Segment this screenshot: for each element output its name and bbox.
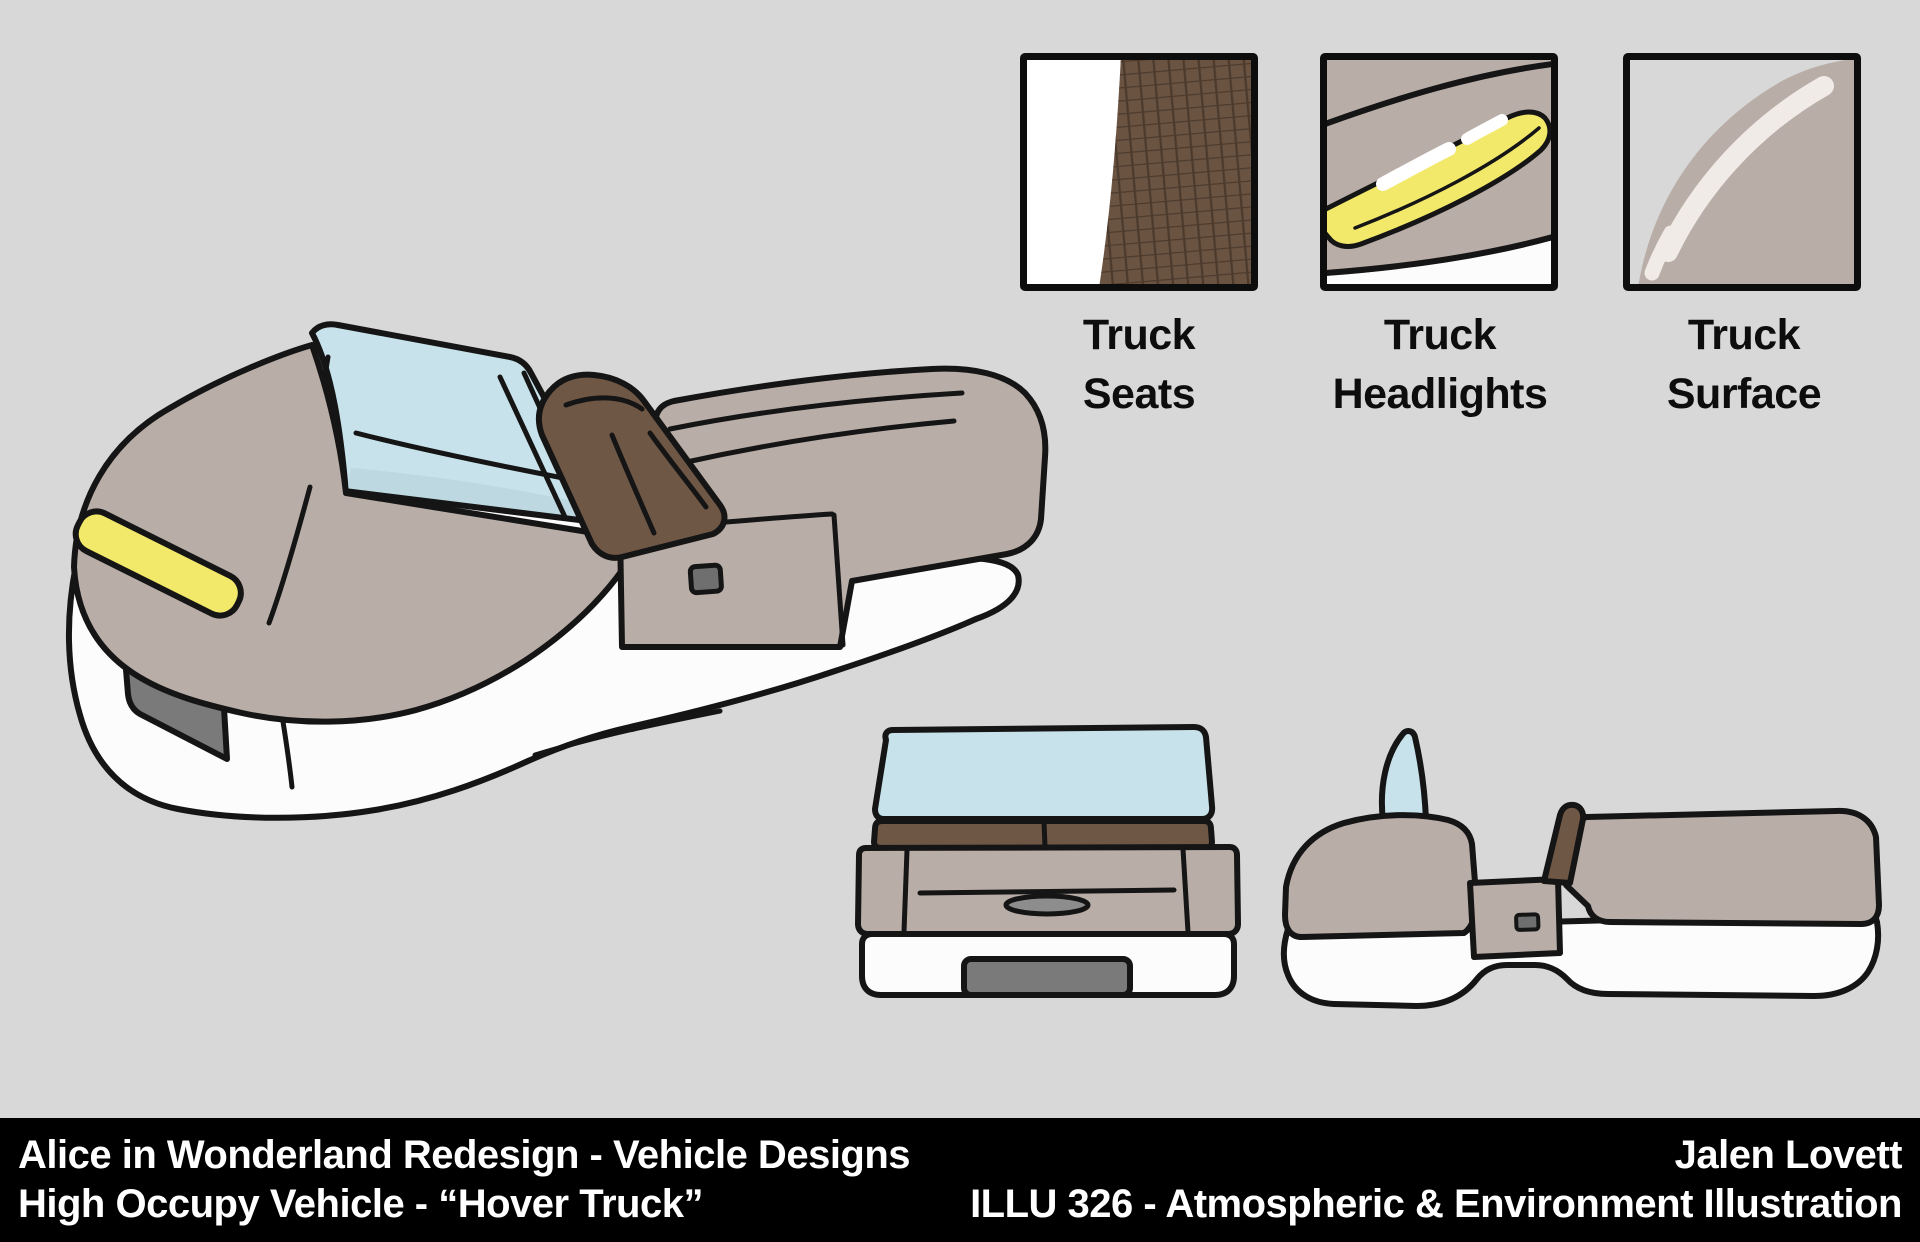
three-quarter-view-illustration (60, 315, 1060, 821)
label-line: Headlights (1332, 370, 1548, 418)
label-line: Surface (1666, 370, 1822, 418)
label-line: Seats (1082, 370, 1196, 418)
seat-fabric-icon (1099, 60, 1251, 284)
label-line: Truck (1687, 311, 1801, 359)
truck-seats-label: Truck Seats (979, 306, 1299, 424)
truck-headlights-swatch (1320, 53, 1558, 291)
body-surface-icon (1630, 60, 1854, 284)
vehicle-title: High Occupy Vehicle - “Hover Truck” (18, 1182, 703, 1226)
side-view-illustration (1280, 725, 1900, 1015)
credits-bar: Alice in Wonderland Redesign - Vehicle D… (0, 1118, 1920, 1242)
credits-right: Jalen Lovett ILLU 326 - Atmospheric & En… (970, 1131, 1902, 1229)
label-line: Truck (1383, 311, 1497, 359)
truck-seats-swatch (1020, 53, 1258, 291)
front-view-illustration (855, 724, 1241, 1011)
headlight-detail-icon (1327, 60, 1551, 284)
truck-surface-swatch (1623, 53, 1861, 291)
course-title: ILLU 326 - Atmospheric & Environment Ill… (970, 1182, 1902, 1226)
truck-headlights-label: Truck Headlights (1280, 306, 1600, 424)
truck-surface-label: Truck Surface (1584, 306, 1904, 424)
credits-left: Alice in Wonderland Redesign - Vehicle D… (18, 1131, 911, 1229)
label-line: Truck (1082, 311, 1196, 359)
project-title: Alice in Wonderland Redesign - Vehicle D… (18, 1133, 911, 1177)
artist-name: Jalen Lovett (1674, 1133, 1903, 1177)
